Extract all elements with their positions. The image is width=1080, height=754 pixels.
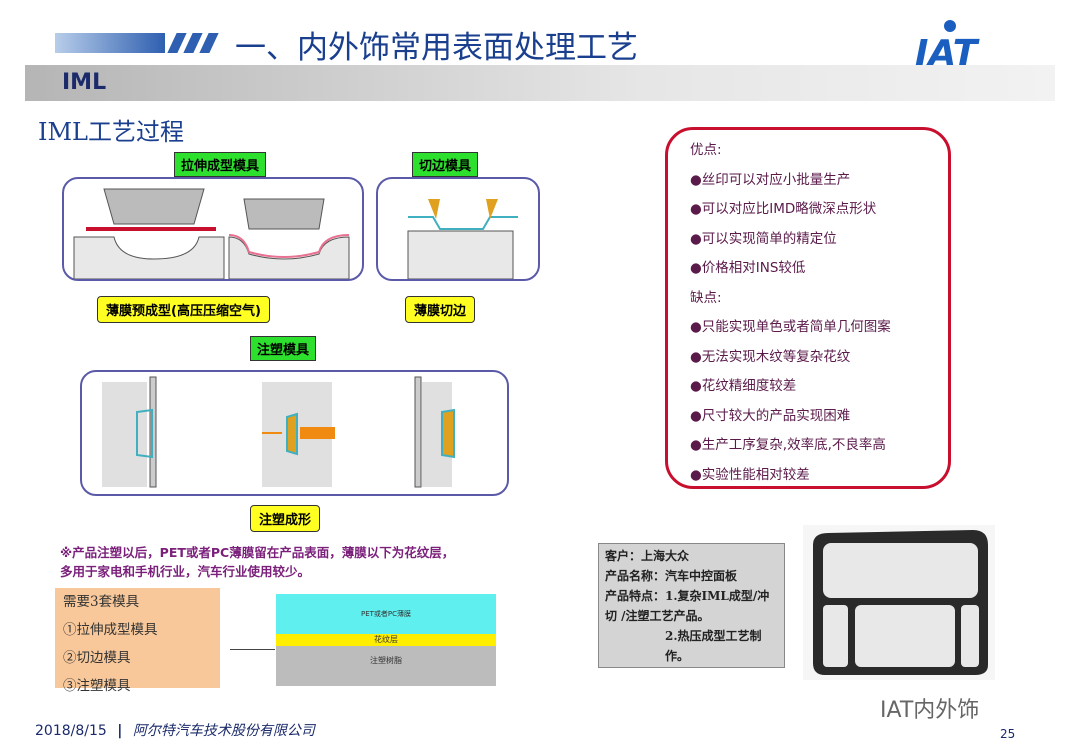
- svg-text:IAT: IAT: [915, 33, 980, 68]
- con-item: ●只能实现单色或者简单几何图案: [690, 319, 891, 335]
- con-item: ●生产工序复杂,效率底,不良率高: [690, 437, 886, 453]
- slide-title: 一、内外饰常用表面处理工艺: [235, 30, 638, 66]
- product-photo: [803, 525, 995, 680]
- molds-box: 需要3套模具 ①拉伸成型模具 ②切边模具 ③注塑模具: [55, 588, 220, 694]
- case-product: 产品名称：汽车中控面板: [605, 569, 738, 583]
- con-item: ●无法实现木纹等复杂花纹: [690, 348, 851, 365]
- footer-date: 2018/8/15: [35, 723, 107, 739]
- page-number: 25: [1000, 727, 1016, 741]
- resin-layer: 注塑树脂: [276, 646, 496, 686]
- trim-label: 薄膜切边: [405, 296, 476, 323]
- header-slash: [199, 33, 219, 53]
- note-line: ※产品注塑以后，PET或者PC薄膜留在产品表面，薄膜以下为花纹层，: [60, 545, 455, 560]
- film-layer: PET或者PC薄膜: [276, 594, 496, 634]
- stretch-mold-label: 拉伸成型模具: [174, 152, 267, 177]
- trim-mold-label: 切边模具: [412, 152, 479, 177]
- case-feature: 产品特点：1.复杂IML成型/冲切 /注塑工艺产品。: [605, 589, 770, 623]
- trim-mold-panel: [376, 177, 540, 281]
- con-item: ●花纹精细度较差: [690, 378, 797, 394]
- pointer-line: [230, 649, 275, 650]
- pattern-layer: 花纹层: [276, 634, 496, 646]
- header-accent-bar: [55, 33, 165, 53]
- pro-item: ●丝印可以对应小批量生产: [690, 171, 851, 188]
- section-label: IML: [62, 70, 107, 95]
- con-item: ●尺寸较大的产品实现困难: [690, 407, 851, 424]
- pro-item: ●可以实现简单的精定位: [690, 230, 837, 247]
- pro-item: ●价格相对INS较低: [690, 260, 806, 276]
- section-bar: [25, 65, 1055, 101]
- note-line: 多用于家电和手机行业，汽车行业使用较少。: [60, 564, 311, 579]
- footer-company: 阿尔特汽车技术股份有限公司: [132, 723, 315, 739]
- stretch-mold-panel: [62, 177, 364, 281]
- cons-title: 缺点:: [690, 289, 722, 306]
- pros-cons-box: 优点: ●丝印可以对应小批量生产 ●可以对应比IMD略微深点形状 ●可以实现简单…: [665, 127, 951, 489]
- pro-item: ●可以对应比IMD略微深点形状: [690, 201, 877, 217]
- iat-logo: IAT: [895, 20, 1035, 68]
- case-customer: 客户：上海大众: [605, 549, 690, 563]
- molds-title: 需要3套模具: [63, 594, 140, 610]
- injection-mold-label: 注塑模具: [250, 336, 317, 361]
- injection-form-label: 注塑成形: [250, 505, 321, 532]
- pros-title: 优点:: [690, 142, 722, 158]
- subtitle: IML工艺过程: [38, 118, 184, 146]
- case-info-box: 客户：上海大众 产品名称：汽车中控面板 产品特点：1.复杂IML成型/冲切 /注…: [598, 543, 785, 668]
- process-note: ※产品注塑以后，PET或者PC薄膜留在产品表面，薄膜以下为花纹层， 多用于家电和…: [60, 543, 454, 581]
- case-feature: 2.热压成型工艺制作。: [665, 629, 762, 663]
- mold-item: ①拉伸成型模具: [63, 622, 158, 638]
- injection-mold-diagram: [102, 376, 455, 488]
- footer: 2018/8/15 | 阿尔特汽车技术股份有限公司: [35, 723, 315, 739]
- trim-mold-diagram: [407, 199, 518, 280]
- mold-item: ③注塑模具: [63, 678, 131, 694]
- mold-item: ②切边模具: [63, 650, 131, 666]
- con-item: ●实验性能相对较差: [690, 466, 810, 483]
- injection-mold-panel: [80, 370, 509, 496]
- stretch-mold-diagram: [73, 188, 350, 280]
- layer-diagram: PET或者PC薄膜 花纹层 注塑树脂: [276, 594, 496, 686]
- preform-label: 薄膜预成型(高压压缩空气): [97, 296, 270, 323]
- watermark: IAT内外饰: [880, 698, 980, 723]
